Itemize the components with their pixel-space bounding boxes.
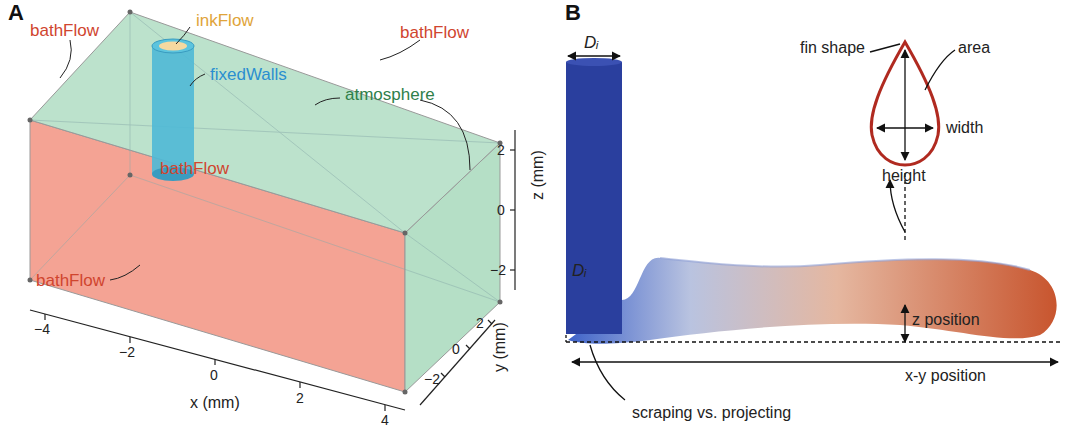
part-label: y (mm) xyxy=(492,322,508,372)
tick-label: 0 xyxy=(452,342,460,356)
tick-label: 0 xyxy=(210,368,218,382)
part-label: bathFlow xyxy=(30,22,99,39)
part-label: z (mm) xyxy=(530,150,546,200)
part-label: Dᵢ xyxy=(572,262,586,279)
part-label: bathFlow xyxy=(160,160,229,177)
part-label: z position xyxy=(912,312,980,328)
part-label: bathFlow xyxy=(36,272,105,289)
panel-letter: A xyxy=(8,2,24,24)
part-label: x-y position xyxy=(905,368,986,384)
tick-label: 4 xyxy=(381,413,389,427)
tick-label: −2 xyxy=(490,263,506,277)
tick-label: 2 xyxy=(476,316,484,330)
tick-label: −2 xyxy=(119,345,135,359)
part-label: inkFlow xyxy=(196,12,254,29)
part-label: x (mm) xyxy=(190,395,240,411)
part-label: scraping vs. projecting xyxy=(632,405,791,421)
part-label: bathFlow xyxy=(400,24,469,41)
tick-label: −2 xyxy=(424,372,440,386)
part-label: width xyxy=(946,120,983,136)
part-label: area xyxy=(958,40,990,56)
tick-label: 2 xyxy=(296,391,304,405)
part-label: fin shape xyxy=(800,40,865,56)
panel-letter: B xyxy=(565,2,581,24)
part-label: fixedWalls xyxy=(210,66,287,83)
tick-label: 2 xyxy=(497,143,505,157)
tick-label: −4 xyxy=(34,322,50,336)
tick-label: 0 xyxy=(497,203,505,217)
part-label: height xyxy=(882,168,926,184)
part-label: Dᵢ xyxy=(584,34,598,51)
part-label: atmosphere xyxy=(345,86,435,103)
